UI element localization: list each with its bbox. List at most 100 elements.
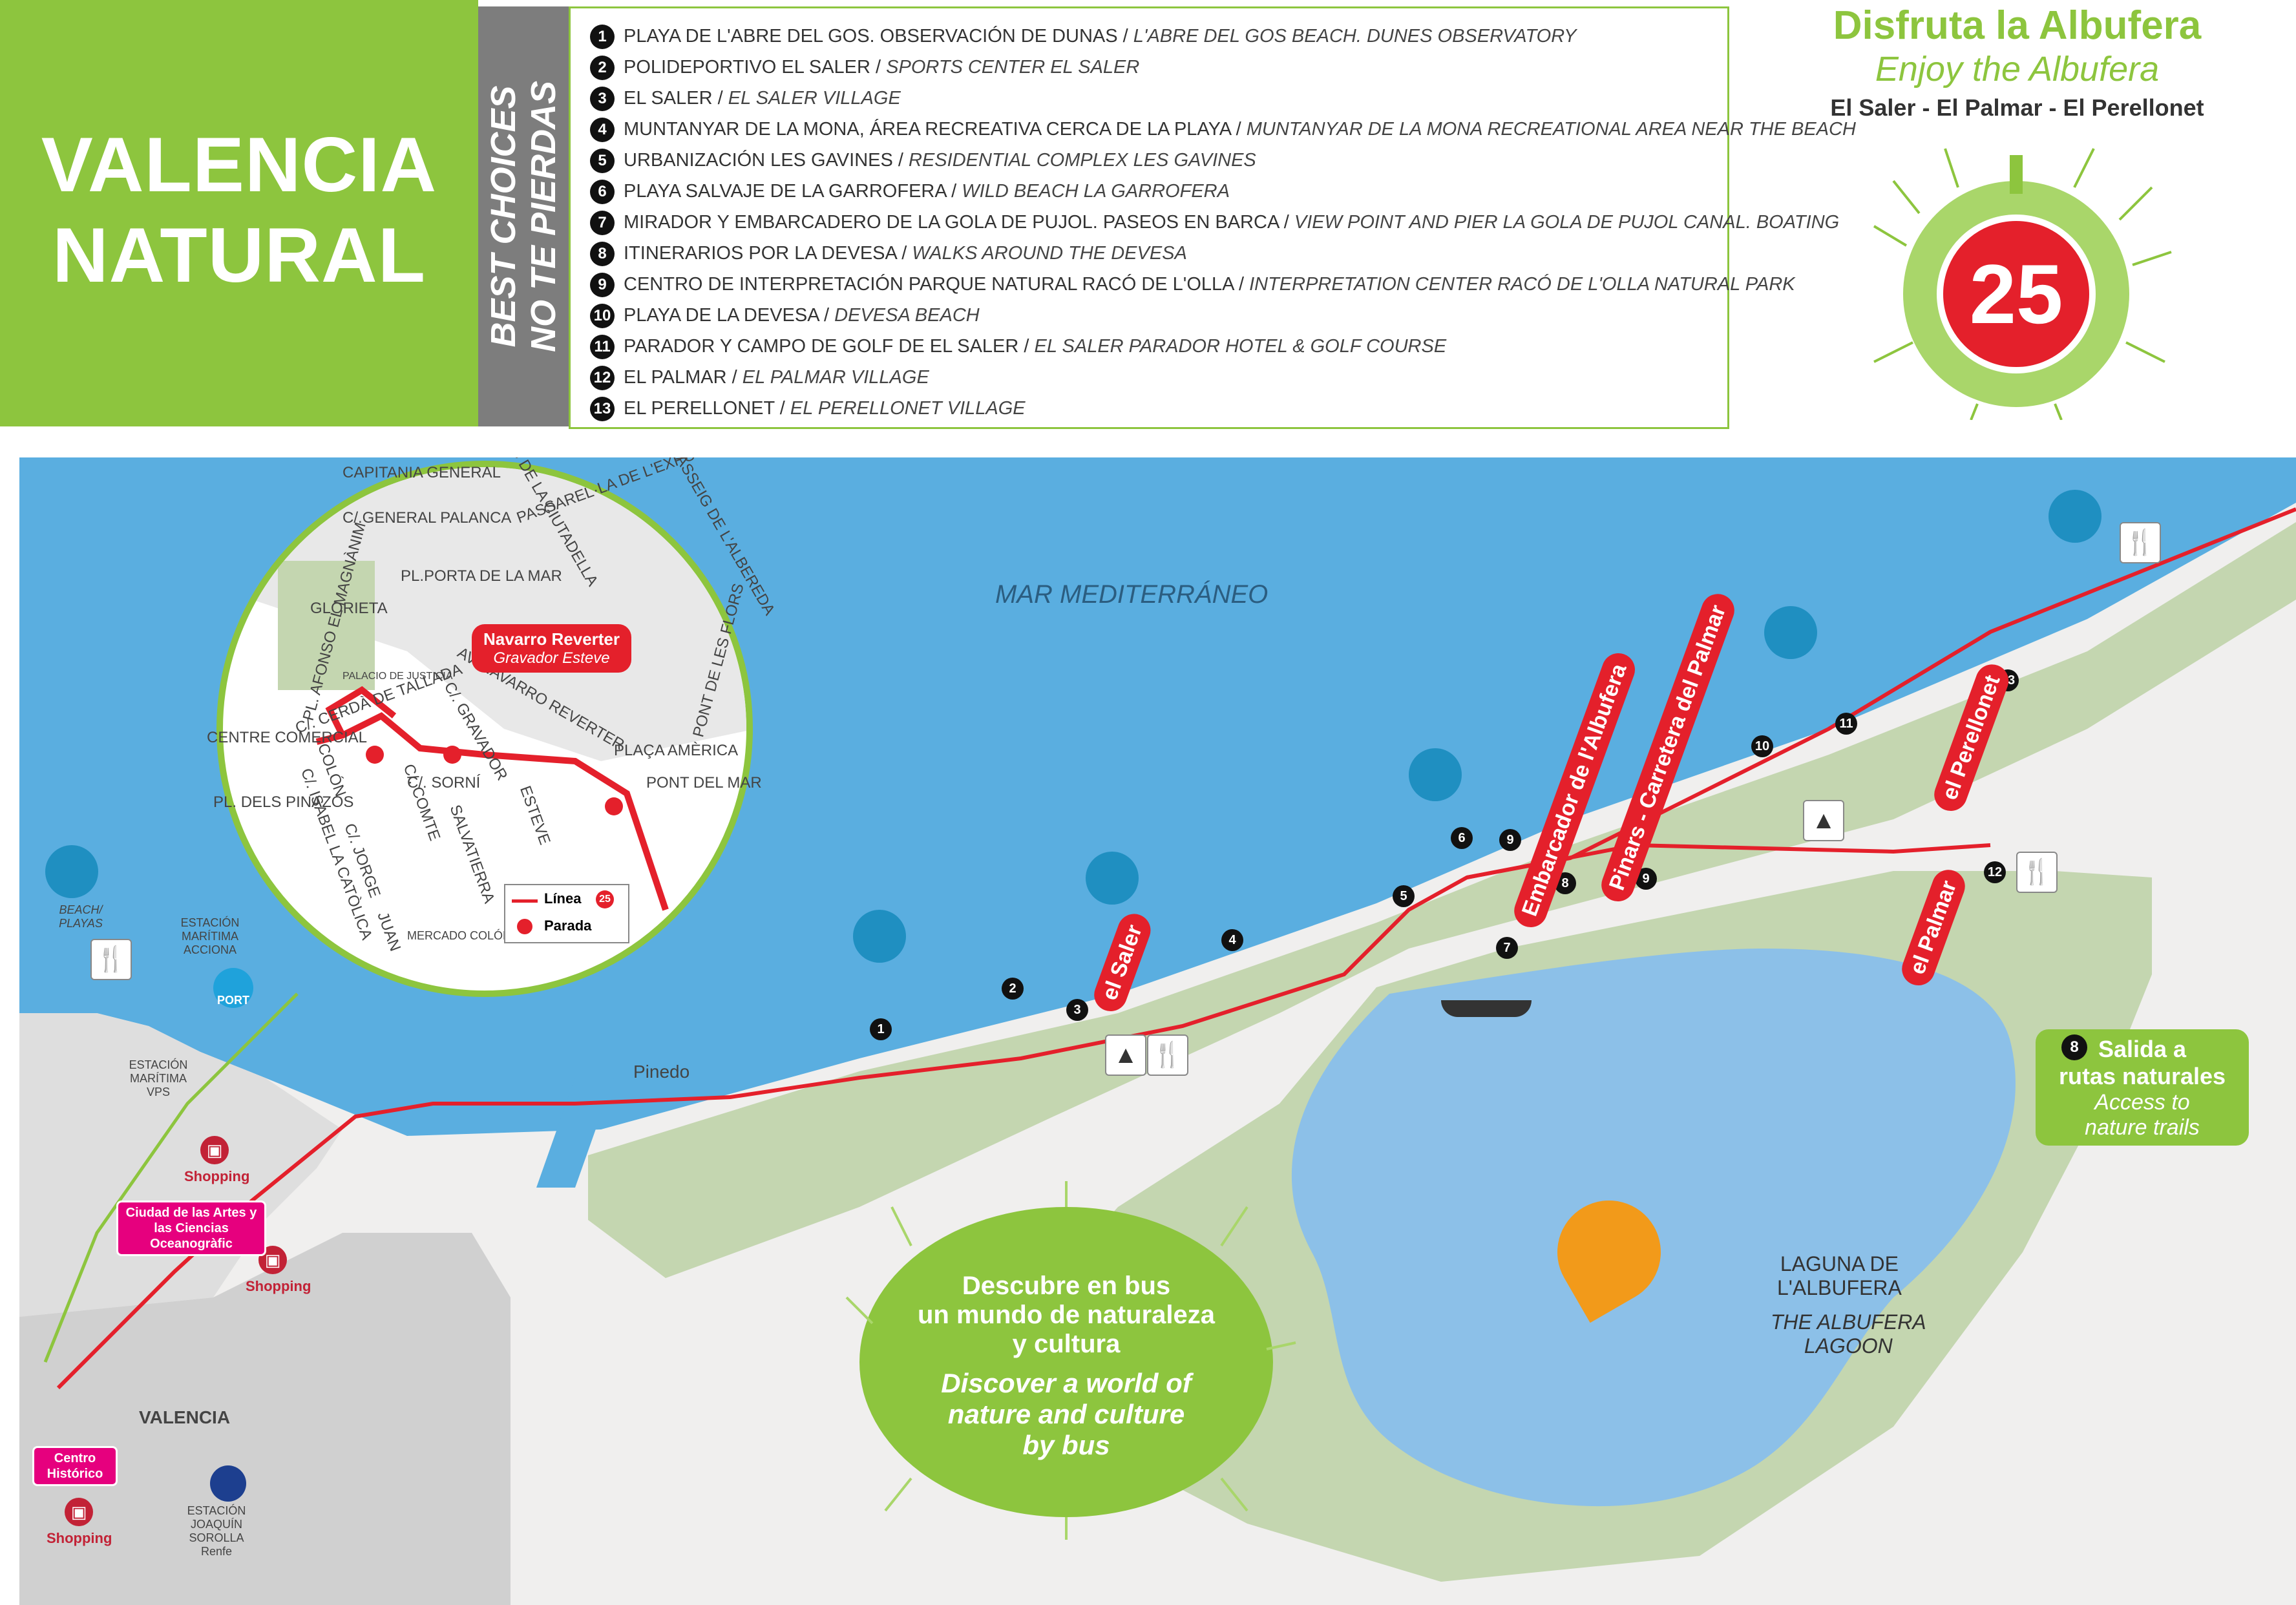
restaurant-icon[interactable]: 🍴 — [2120, 522, 2161, 563]
point-9[interactable]: 9 — [1499, 829, 1521, 851]
ciudad-artes-badge[interactable]: Ciudad de las Artes y las Ciencias Ocean… — [116, 1201, 266, 1256]
enjoy-albufera-panel: Disfruta la Albufera Enjoy the Albufera … — [1738, 0, 2296, 426]
port-icon[interactable]: PORT — [213, 968, 253, 1008]
lagoon-label-es: LAGUNA DE L'ALBUFERA — [1777, 1252, 1902, 1300]
port-label: PORT — [216, 994, 249, 1007]
restaurant-icon[interactable]: 🍴 — [2016, 852, 2058, 893]
list-text-es: ITINERARIOS POR LA DEVESA / — [624, 243, 912, 264]
bubble-es-1: Descubre en bus — [962, 1272, 1171, 1300]
list-text-es: MIRADOR Y EMBARCADERO DE LA GOLA DE PUJO… — [624, 212, 1294, 233]
list-text-en: DEVESA BEACH — [834, 305, 980, 326]
bubble-en-1: Discover a world of — [941, 1368, 1192, 1398]
list-text-es: PARADOR Y CAMPO DE GOLF DE EL SALER / — [624, 336, 1035, 357]
list-text-es: PLAYA DE LA DEVESA / — [624, 305, 835, 326]
point-4[interactable]: 4 — [1221, 929, 1243, 951]
beach-umbrella-icon[interactable] — [2048, 490, 2101, 543]
point-7[interactable]: 7 — [1496, 937, 1518, 959]
street-general-palanca: C/.GENERAL PALANCA — [342, 509, 512, 527]
lagoon-es-1: LAGUNA DE — [1780, 1252, 1899, 1275]
nature-trails-box[interactable]: 8 Salida a rutas naturales Access to nat… — [2036, 1029, 2249, 1146]
enjoy-title-en: Enjoy the Albufera — [1875, 50, 2160, 89]
legend-stop-swatch — [517, 919, 532, 934]
list-number: 1 — [590, 25, 615, 50]
valencia-label: VALENCIA — [139, 1407, 231, 1427]
bubble-es-2: un mundo de naturaleza — [917, 1301, 1216, 1329]
beach-umbrella-icon[interactable] — [1764, 606, 1817, 659]
beach-playas-label: BEACH/ PLAYAS — [59, 903, 103, 930]
estacion-acciona-label: ESTACIÓN MARÍTIMA ACCIONA — [180, 916, 240, 956]
camping-icon[interactable]: ▲ — [1105, 1034, 1146, 1076]
list-number: 7 — [590, 211, 615, 236]
best-choices-label: BEST CHOICES NO TE PIERDAS — [483, 23, 563, 410]
beach-umbrella-icon[interactable] — [1409, 748, 1462, 801]
list-text-en: EL SALER VILLAGE — [728, 88, 901, 109]
point-10[interactable]: 10 — [1751, 735, 1773, 757]
inset-stop-navarro-reverter[interactable]: Navarro Reverter Gravador Esteve — [472, 624, 632, 673]
beach-umbrella-icon[interactable] — [853, 910, 906, 963]
list-text-es: PLAYA DE L'ABRE DEL GOS. OBSERVACIÓN DE … — [624, 26, 1133, 47]
title-block: VALENCIA NATURAL — [0, 0, 478, 426]
lagoon-label-en: THE ALBUFERA LAGOON — [1771, 1310, 1926, 1358]
best-choices-list: 1 PLAYA DE L'ABRE DEL GOS. OBSERVACIÓN DE… — [569, 6, 1856, 429]
shopping-bag-icon[interactable]: ▣ — [65, 1498, 93, 1526]
list-text-en: EL PERELLONET VILLAGE — [790, 398, 1026, 419]
enjoy-title-es: Disfruta la Albufera — [1833, 3, 2202, 48]
list-item[interactable]: 1 PLAYA DE L'ABRE DEL GOS. OBSERVACIÓN DE… — [590, 21, 1576, 51]
route-map[interactable]: CAPITANIA GENERAL C/.GENERAL PALANCA PAS… — [19, 457, 2296, 1605]
list-number: 13 — [590, 397, 615, 422]
inset-legend: Línea 25 Parada — [504, 884, 629, 943]
list-item[interactable]: 7 MIRADOR Y EMBARCADERO DE LA GOLA DE PUJ… — [590, 207, 1839, 237]
legend-line-swatch — [512, 899, 538, 903]
point-2[interactable]: 2 — [1002, 978, 1024, 1000]
list-text-es: PLAYA SALVAJE DE LA GARROFERA / — [624, 181, 962, 202]
point-5[interactable]: 5 — [1393, 885, 1415, 907]
restaurant-icon[interactable]: 🍴 — [1147, 1034, 1188, 1076]
lagoon-en-2: LAGOON — [1804, 1334, 1893, 1358]
train-station-icon[interactable] — [210, 1465, 246, 1502]
list-number: 3 — [590, 87, 615, 112]
point-11[interactable]: 11 — [1835, 713, 1857, 735]
beach-umbrella-icon[interactable] — [1086, 852, 1139, 905]
shopping-bag-icon[interactable]: ▣ — [258, 1246, 287, 1274]
list-text-es: EL PERELLONET / — [624, 398, 790, 419]
beach-umbrella-icon[interactable] — [45, 845, 98, 898]
point-3[interactable]: 3 — [1066, 999, 1088, 1021]
title-line-2: NATURAL — [52, 212, 426, 299]
street-glorieta: GLORIETA — [310, 600, 388, 617]
point-1[interactable]: 1 — [870, 1018, 892, 1040]
list-text-es: POLIDEPORTIVO EL SALER / — [624, 57, 887, 78]
list-text-en: SPORTS CENTER EL SALER — [886, 57, 1140, 78]
camping-icon[interactable]: ▲ — [1803, 800, 1844, 841]
centro-historico-badge[interactable]: Centro Histórico — [32, 1446, 118, 1486]
enjoy-places: El Saler - El Palmar - El Perellonet — [1830, 94, 2204, 121]
street-pinazos: PL. DELS PINAZOS — [213, 793, 354, 811]
title-line-1: VALENCIA — [41, 121, 437, 208]
nature-number: 8 — [2061, 1034, 2087, 1060]
shopping-bag-icon[interactable]: ▣ — [200, 1136, 229, 1164]
nature-es-2: rutas naturales — [2058, 1063, 2226, 1089]
restaurant-icon[interactable]: 🍴 — [90, 939, 132, 980]
legend-line-num: 25 — [596, 890, 614, 908]
point-6[interactable]: 6 — [1451, 827, 1473, 849]
list-text-en: RESIDENTIAL COMPLEX LES GAVINES — [909, 150, 1256, 171]
list-text-es: EL PALMAR / — [624, 367, 743, 388]
list-text-en: EL PALMAR VILLAGE — [742, 367, 929, 388]
street-placa-america: PLAÇA AMÈRICA — [614, 742, 739, 759]
list-text-es: CENTRO DE INTERPRETACIÓN PARQUE NATURAL … — [624, 274, 1250, 295]
list-number: 11 — [590, 335, 615, 360]
shopping-label: Shopping — [47, 1530, 112, 1546]
list-item[interactable]: 13 EL PERELLONET / EL PERELLONET VILLAGE — [590, 393, 1026, 423]
street-pl-porta-mar: PL.PORTA DE LA MAR — [401, 567, 562, 585]
nature-es-1: Salida a — [2098, 1036, 2187, 1062]
point-12[interactable]: 12 — [1984, 861, 2006, 883]
